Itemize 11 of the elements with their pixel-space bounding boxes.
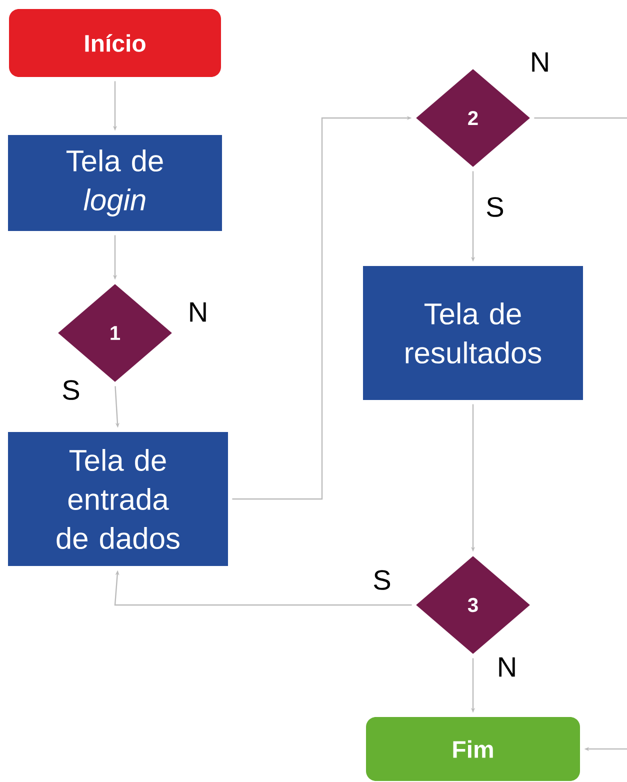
edge-label: S bbox=[62, 380, 80, 400]
edge-label: S bbox=[374, 570, 390, 590]
process-box: Tela de resultados bbox=[363, 266, 583, 400]
terminal-box: Fim bbox=[366, 717, 580, 781]
edge-label: N bbox=[532, 52, 548, 72]
branch-label: N bbox=[190, 302, 206, 322]
process-box: Tela de login bbox=[8, 135, 222, 231]
process-box: Tela de entrada de dados bbox=[8, 432, 228, 566]
edge-label: N bbox=[499, 657, 515, 677]
edge-label: S bbox=[486, 197, 504, 217]
terminal-box: Início bbox=[9, 9, 221, 77]
